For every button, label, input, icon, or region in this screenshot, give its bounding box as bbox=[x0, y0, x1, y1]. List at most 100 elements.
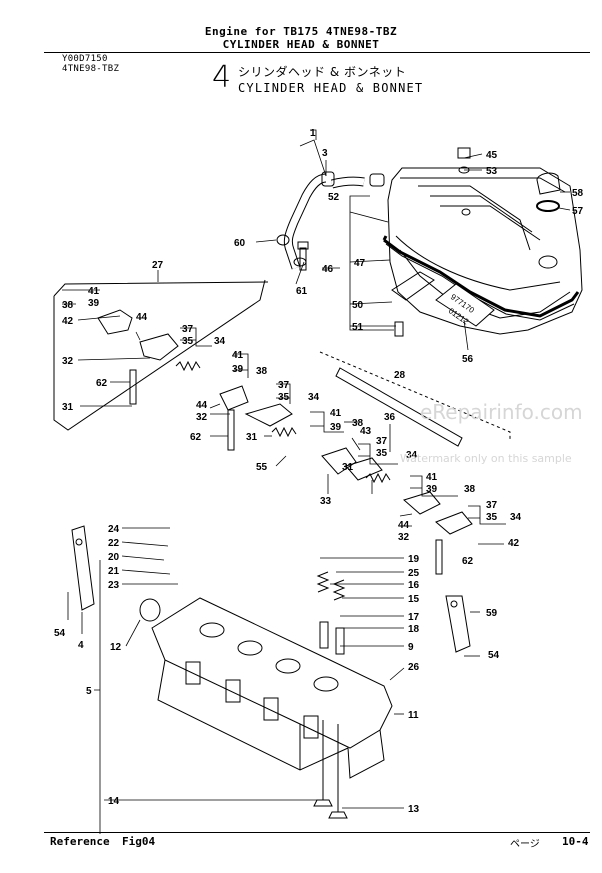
callout: 15 bbox=[408, 594, 420, 605]
callout: 1 bbox=[310, 128, 316, 139]
callout: 24 bbox=[108, 524, 120, 535]
drawing-code: Y00D7150 bbox=[62, 54, 108, 64]
callout: 20 bbox=[108, 552, 120, 563]
part-callouts: 1 3 45 53 58 57 52 60 46 47 61 27 41 39 … bbox=[54, 128, 584, 815]
callout: 31 bbox=[342, 462, 354, 473]
callout: 57 bbox=[572, 206, 584, 217]
lifting-eye-4 bbox=[71, 525, 95, 611]
callout: 4 bbox=[78, 640, 84, 651]
valve-guide-b bbox=[335, 627, 345, 655]
callout: 41 bbox=[232, 350, 244, 361]
watermark-site: eRepairinfo.com bbox=[420, 400, 583, 424]
callout: 55 bbox=[256, 462, 268, 473]
core-plug bbox=[139, 598, 161, 622]
callout: 50 bbox=[352, 300, 364, 311]
leader-lines bbox=[62, 129, 571, 834]
callout: 37 bbox=[278, 380, 290, 391]
callout: 39 bbox=[330, 422, 342, 433]
callout: 35 bbox=[278, 392, 290, 403]
callout: 18 bbox=[408, 624, 420, 635]
callout: 38 bbox=[352, 418, 364, 429]
callout: 3 bbox=[322, 148, 328, 159]
oil-cap bbox=[536, 172, 561, 195]
oil-cap-o-ring bbox=[536, 200, 560, 212]
callout: 33 bbox=[320, 496, 332, 507]
callout: 22 bbox=[108, 538, 120, 549]
header-line-2: CYLINDER HEAD & BONNET bbox=[222, 38, 380, 51]
callout: 37 bbox=[376, 436, 388, 447]
bonnet-gasket bbox=[382, 235, 580, 318]
callout: 35 bbox=[182, 336, 194, 347]
callout: 46 bbox=[322, 264, 334, 275]
callout: 34 bbox=[308, 392, 320, 403]
rocker-shaft bbox=[335, 367, 463, 447]
callout: 44 bbox=[398, 520, 410, 531]
model-code: 4TNE98-TBZ bbox=[62, 64, 120, 74]
callout: 37 bbox=[486, 500, 498, 511]
stud-62b bbox=[227, 409, 235, 451]
callout: 42 bbox=[62, 316, 74, 327]
section-number: 4 bbox=[212, 60, 232, 95]
callout: 45 bbox=[486, 150, 498, 161]
callout: 53 bbox=[486, 166, 498, 177]
footer-page-label: ページ bbox=[510, 839, 540, 850]
callout: 54 bbox=[488, 650, 500, 661]
callout: 11 bbox=[408, 710, 419, 721]
callout: 62 bbox=[96, 378, 108, 389]
callout: 9 bbox=[408, 642, 414, 653]
callout: 21 bbox=[108, 566, 120, 577]
bolt-51 bbox=[394, 321, 404, 337]
stud-62a bbox=[129, 369, 137, 405]
section-title-jp: シリンダヘッド & ボンネット bbox=[238, 65, 407, 79]
callout: 31 bbox=[62, 402, 74, 413]
callout: 5 bbox=[86, 686, 92, 697]
callout: 41 bbox=[330, 408, 342, 419]
cap-nut bbox=[457, 147, 471, 159]
callout: 13 bbox=[408, 804, 420, 815]
valve-guide-a bbox=[319, 621, 329, 649]
callout: 38 bbox=[256, 366, 268, 377]
callout: 17 bbox=[408, 612, 420, 623]
callout: 34 bbox=[510, 512, 522, 523]
callout: 19 bbox=[408, 554, 420, 565]
callout: 61 bbox=[296, 286, 308, 297]
footer-reference: Reference bbox=[50, 835, 110, 848]
callout: 59 bbox=[486, 608, 498, 619]
callout: 39 bbox=[232, 364, 244, 375]
callout: 16 bbox=[408, 580, 420, 591]
bonnet-bracket bbox=[391, 271, 435, 301]
callout: 41 bbox=[426, 472, 438, 483]
callout: 35 bbox=[486, 512, 498, 523]
callout: 58 bbox=[572, 188, 584, 199]
callout: 43 bbox=[360, 426, 372, 437]
bolt-61 bbox=[299, 247, 307, 271]
valve-springs bbox=[316, 571, 346, 601]
callout: 27 bbox=[152, 260, 164, 271]
callout: 25 bbox=[408, 568, 420, 579]
callout: 38 bbox=[464, 484, 476, 495]
footer-page: 10-4 bbox=[562, 835, 589, 848]
callout: 52 bbox=[328, 192, 340, 203]
cylinder-head bbox=[151, 597, 393, 779]
callout: 26 bbox=[408, 662, 420, 673]
callout: 14 bbox=[108, 796, 120, 807]
section-title-en: CYLINDER HEAD & BONNET bbox=[238, 81, 424, 95]
rocker-arms bbox=[97, 309, 473, 535]
breather-hose bbox=[276, 171, 385, 270]
callout: 51 bbox=[352, 322, 364, 333]
callout: 31 bbox=[246, 432, 258, 443]
callout: 42 bbox=[508, 538, 520, 549]
callout: 34 bbox=[406, 450, 418, 461]
callout: 62 bbox=[190, 432, 202, 443]
header-rule bbox=[44, 52, 590, 53]
valve-14 bbox=[313, 720, 333, 807]
callout: 23 bbox=[108, 580, 120, 591]
callout: 44 bbox=[136, 312, 148, 323]
rocker-springs bbox=[175, 360, 391, 484]
lifting-eye-59 bbox=[445, 595, 471, 653]
label-decal bbox=[435, 283, 495, 327]
callout: 38 bbox=[62, 300, 74, 311]
callout: 56 bbox=[462, 354, 474, 365]
callout: 60 bbox=[234, 238, 246, 249]
